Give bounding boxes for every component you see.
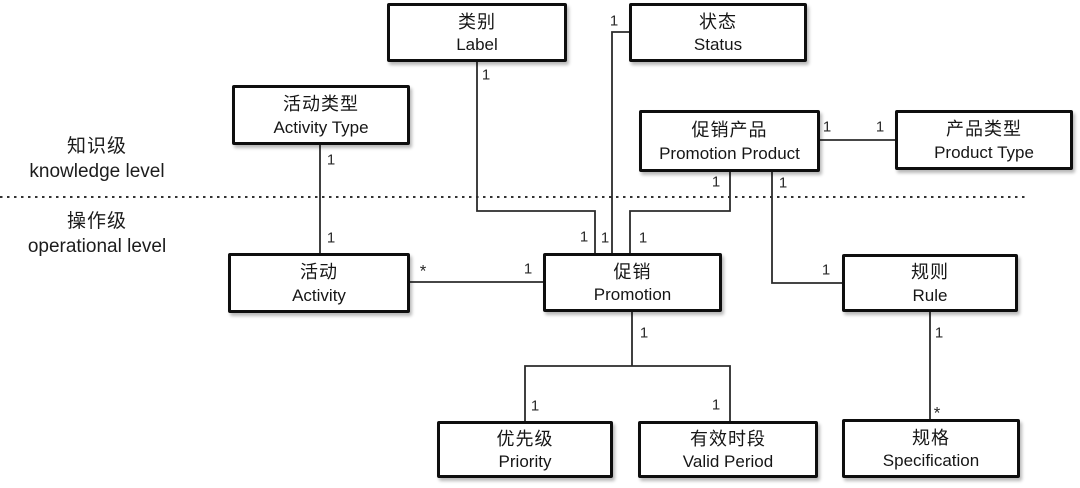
multiplicity-label: 1 (711, 396, 721, 414)
multiplicity-label: 1 (523, 260, 533, 278)
entity-label-en: Label (456, 35, 498, 55)
entity-box-label: 类别 Label (387, 3, 567, 62)
multiplicity-label: 1 (778, 174, 788, 192)
entity-product-type-zh: 产品类型 (946, 119, 1022, 140)
multiplicity-label: 1 (821, 261, 831, 279)
operational-level-en: operational level (27, 235, 167, 257)
multiplicity-label: * (933, 403, 941, 423)
multiplicity-label: 1 (600, 229, 610, 247)
multiplicity-label: 1 (639, 324, 649, 342)
multiplicity-label: 1 (326, 151, 336, 169)
entity-promotion-product-zh: 促销产品 (691, 120, 768, 141)
multiplicity-label: 1 (638, 229, 648, 247)
edge-label-promotion (476, 62, 596, 253)
entity-rule-zh: 规则 (911, 262, 949, 283)
entity-priority-en: Priority (498, 452, 552, 472)
entity-box-activity: 活动 Activity (228, 253, 410, 313)
entity-priority-zh: 优先级 (496, 428, 554, 449)
entity-box-valid-period: 有效时段 Valid Period (638, 421, 818, 478)
multiplicity-label: 1 (934, 324, 944, 342)
edge-promotion-product-rule (771, 172, 842, 284)
entity-box-specification: 规格 Specification (842, 419, 1020, 478)
edge-promotion-priority-valid-period (524, 312, 731, 421)
entity-valid-period-en: Valid Period (682, 452, 774, 472)
entity-activity-zh: 活动 (300, 262, 338, 283)
knowledge-level-en: knowledge level (29, 160, 165, 182)
entity-box-product-type: 产品类型 Product Type (895, 110, 1073, 170)
multiplicity-label: 1 (711, 173, 721, 191)
entity-box-activity-type: 活动类型 Activity Type (232, 85, 410, 145)
entity-box-priority: 优先级 Priority (437, 421, 613, 478)
knowledge-level-zh: 知识级 (66, 136, 127, 157)
multiplicity-label: 1 (481, 66, 491, 84)
entity-promotion-en: Promotion (593, 285, 672, 305)
entity-activity-type-en: Activity Type (273, 117, 369, 137)
entity-activity-type-zh: 活动类型 (283, 94, 359, 115)
entity-promotion-product-en: Promotion Product (659, 143, 800, 163)
multiplicity-label: 1 (579, 228, 589, 246)
knowledge-level-label: 知识级 knowledge level (7, 134, 187, 184)
entity-status-zh: 状态 (699, 11, 737, 32)
entity-label-zh: 类别 (458, 11, 496, 32)
edge-status-promotion (611, 31, 629, 253)
entity-specification-zh: 规格 (912, 427, 950, 448)
entity-status-en: Status (693, 35, 743, 55)
multiplicity-label: 1 (875, 118, 885, 136)
multiplicity-label: 1 (326, 229, 336, 247)
entity-box-rule: 规则 Rule (842, 254, 1018, 312)
multiplicity-label: 1 (609, 12, 619, 30)
edge-promotion-product-promotion (629, 172, 731, 253)
entity-box-status: 状态 Status (629, 3, 807, 62)
operational-level-zh: 操作级 (66, 211, 127, 232)
entity-box-promotion-product: 促销产品 Promotion Product (639, 110, 820, 172)
entity-promotion-zh: 促销 (613, 261, 652, 282)
entity-activity-en: Activity (292, 285, 346, 305)
entity-valid-period-zh: 有效时段 (690, 428, 766, 449)
multiplicity-label: 1 (530, 397, 540, 415)
entity-product-type-en: Product Type (934, 142, 1034, 162)
multiplicity-label: * (419, 261, 427, 281)
entity-rule-en: Rule (912, 285, 948, 305)
entity-specification-en: Specification (882, 451, 980, 471)
operational-level-label: 操作级 operational level (7, 209, 187, 259)
multiplicity-label: 1 (822, 118, 832, 136)
entity-box-promotion: 促销 Promotion (543, 253, 722, 312)
